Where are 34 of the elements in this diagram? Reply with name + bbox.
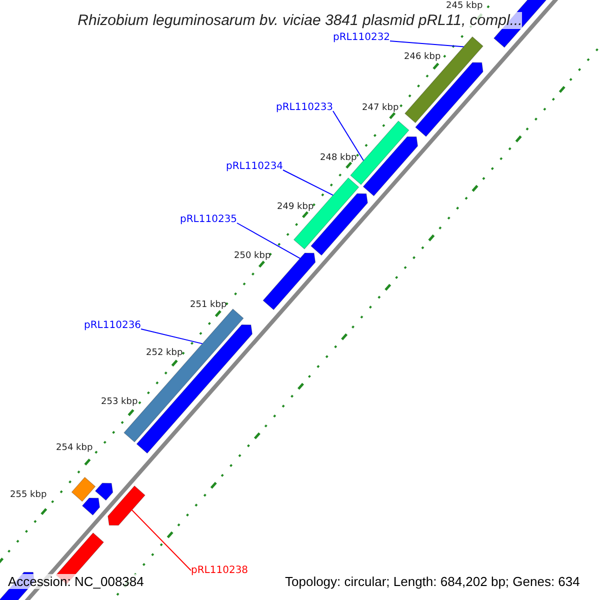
leader-line (131, 510, 192, 571)
leader-line (390, 40, 464, 48)
leader-line (140, 328, 203, 344)
genome-info-text: Topology: circular; Length: 684,202 bp; Genes: 634 (285, 574, 580, 589)
gene-block (293, 177, 360, 250)
tick-label: 255 kbp (10, 490, 47, 500)
accession-text: Accession: NC_008384 (8, 574, 144, 589)
tick-label: 247 kbp (362, 103, 399, 113)
gene-block (82, 498, 100, 516)
gene-label: pRL110235 (180, 214, 238, 225)
map-title: Rhizobium leguminosarum bv. viciae 3841 plasmid pRL11, compl... (78, 12, 522, 29)
gene-block (94, 482, 114, 501)
tick-label: 250 kbp (234, 251, 271, 261)
gene-block (362, 136, 418, 196)
leader-line (332, 110, 364, 161)
tick-label: 251 kbp (190, 300, 227, 310)
gene-label: pRL110233 (276, 102, 334, 113)
leader-line (282, 170, 334, 196)
gene-block (415, 62, 484, 137)
leader-line (236, 222, 301, 259)
tick-label: 254 kbp (56, 443, 93, 453)
tick-label: 249 kbp (277, 202, 314, 212)
gene-block (108, 485, 146, 526)
gene-label: pRL110236 (84, 320, 142, 331)
tick-label: 252 kbp (146, 348, 183, 358)
gene-label: pRL110238 (191, 565, 248, 576)
tick-label: 248 kbp (320, 153, 357, 163)
gene-label: pRL110234 (226, 161, 284, 172)
gene-block (404, 36, 484, 124)
tick-label: 245 kbp (446, 1, 483, 11)
gene-label: pRL110232 (333, 32, 390, 43)
gene-block (71, 476, 96, 502)
tick-label: 246 kbp (404, 52, 441, 62)
tick-label: 253 kbp (101, 397, 138, 407)
